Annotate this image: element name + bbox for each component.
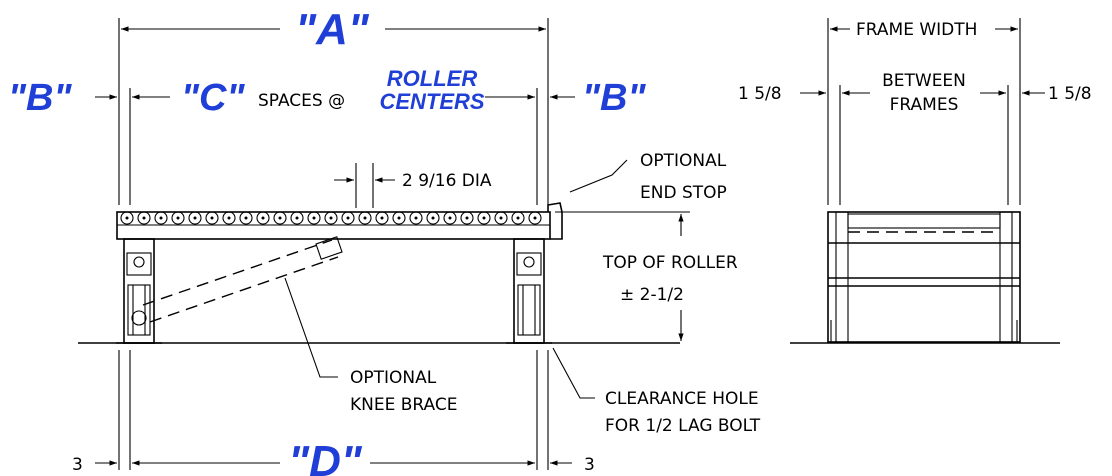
roller-axle	[516, 216, 520, 220]
roller-axle	[159, 216, 163, 220]
roller	[392, 211, 406, 225]
roller	[426, 211, 440, 225]
roller-axle	[227, 216, 231, 220]
roller	[120, 211, 134, 225]
label-between-2: FRAMES	[890, 95, 959, 115]
label-clearance-2: FOR 1/2 LAG BOLT	[605, 416, 761, 436]
roller	[375, 211, 389, 225]
roller	[341, 211, 355, 225]
right-leg	[506, 238, 552, 344]
label-end-stop-1: OPTIONAL	[640, 151, 727, 171]
roller	[256, 211, 270, 225]
label-b-right: "B"	[582, 77, 646, 119]
label-end-stop-2: END STOP	[640, 183, 727, 203]
label-three-left: 3	[72, 455, 83, 475]
roller-axle	[142, 216, 146, 220]
roller	[460, 211, 474, 225]
roller-axle	[244, 216, 248, 220]
label-knee-1: OPTIONAL	[350, 368, 437, 388]
label-dia: 2 9/16 DIA	[402, 171, 492, 191]
roller-axle	[363, 216, 367, 220]
roller	[239, 211, 253, 225]
roller	[409, 211, 423, 225]
roller	[290, 211, 304, 225]
label-clearance-1: CLEARANCE HOLE	[605, 389, 759, 409]
roller-axle	[261, 216, 265, 220]
roller-axle	[482, 216, 486, 220]
roller	[358, 211, 372, 225]
left-leg	[116, 238, 162, 344]
roller-axle	[397, 216, 401, 220]
label-spaces-at: SPACES @	[258, 91, 345, 111]
front-view	[78, 18, 690, 470]
roller	[171, 211, 185, 225]
roller-axle	[210, 216, 214, 220]
roller-axle	[125, 216, 129, 220]
roller-axle	[465, 216, 469, 220]
roller-axle	[414, 216, 418, 220]
roller	[324, 211, 338, 225]
end-view	[790, 18, 1060, 344]
roller-axle	[278, 216, 282, 220]
label-knee-2: KNEE BRACE	[350, 395, 457, 415]
label-centers: CENTERS	[379, 89, 484, 114]
label-a: "A"	[295, 5, 370, 54]
label-frame-width: FRAME WIDTH	[856, 20, 977, 40]
label-side-right: 1 5/8	[1048, 84, 1092, 104]
roller	[511, 211, 525, 225]
roller	[154, 211, 168, 225]
roller	[137, 211, 151, 225]
roller-axle	[431, 216, 435, 220]
label-roller: ROLLER	[387, 66, 478, 91]
roller	[528, 211, 542, 225]
label-b-left: "B"	[8, 77, 72, 119]
roller-axle	[448, 216, 452, 220]
roller-axle	[329, 216, 333, 220]
roller	[307, 211, 321, 225]
roller	[188, 211, 202, 225]
roller	[205, 211, 219, 225]
label-c: "C"	[181, 77, 245, 119]
label-top-of-roller: TOP OF ROLLER	[602, 253, 738, 273]
label-three-right: 3	[584, 455, 595, 475]
label-side-left: 1 5/8	[738, 84, 782, 104]
roller-axle	[176, 216, 180, 220]
roller-axle	[312, 216, 316, 220]
roller-axle	[193, 216, 197, 220]
roller-axle	[499, 216, 503, 220]
rollers	[120, 211, 542, 225]
roller	[273, 211, 287, 225]
roller	[222, 211, 236, 225]
roller-axle	[295, 216, 299, 220]
roller-axle	[533, 216, 537, 220]
roller-axle	[380, 216, 384, 220]
roller-axle	[346, 216, 350, 220]
roller	[477, 211, 491, 225]
roller	[494, 211, 508, 225]
label-d: "D"	[288, 437, 363, 476]
label-between-1: BETWEEN	[882, 71, 966, 91]
roller	[443, 211, 457, 225]
label-plus-minus: ± 2-1/2	[620, 285, 684, 305]
